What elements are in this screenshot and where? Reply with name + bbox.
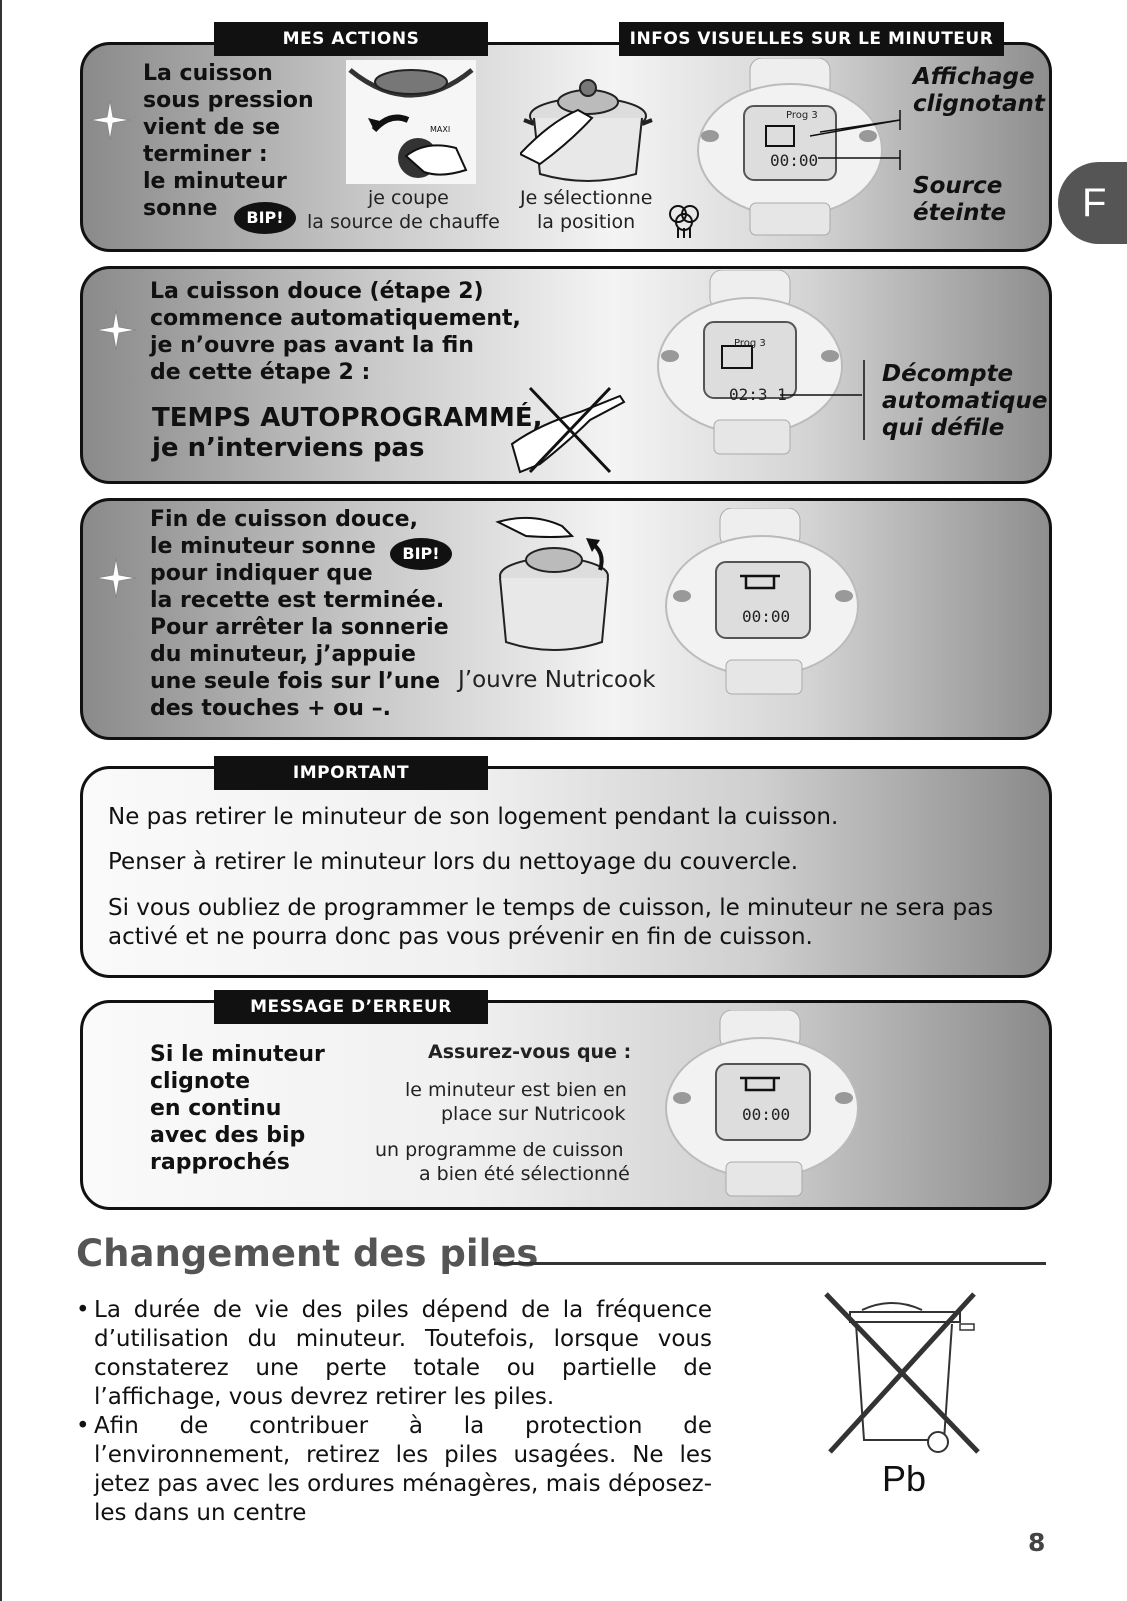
timer-display-1 — [690, 58, 890, 238]
label-source-1: Source — [913, 173, 1003, 199]
sparkle-icon — [89, 99, 131, 141]
bip-badge: BIP! — [234, 202, 296, 234]
error-line-4: avec des bip — [150, 1123, 306, 1148]
tag-important: IMPORTANT — [214, 756, 488, 790]
error-item2b: a bien été sélectionné — [419, 1163, 630, 1185]
title-rule — [494, 1262, 1046, 1265]
pressure-cooker-illustration — [520, 62, 670, 190]
error-line-3: en continu — [150, 1096, 282, 1121]
pb-label: Pb — [882, 1458, 927, 1499]
label-affichage-2: clignotant — [913, 91, 1045, 117]
important-line-3a: Si vous oubliez de programmer le temps d… — [108, 895, 994, 921]
sparkle-icon — [95, 309, 137, 351]
stove-knob-illustration: MAXI — [346, 60, 476, 184]
page-number: 8 — [1028, 1528, 1046, 1557]
section3-line-3: pour indiquer que — [150, 561, 373, 586]
section1-line-3: vient de se — [143, 115, 280, 140]
timer-display-4 — [660, 1010, 870, 1200]
important-line-1: Ne pas retirer le minuteur de son logeme… — [108, 804, 839, 830]
section2-line-3: je n’ouvre pas avant la fin — [150, 333, 474, 358]
section2-line-1: La cuisson douce (étape 2) — [150, 279, 484, 304]
label-source-2: éteinte — [913, 200, 1007, 226]
section3-line-6: du minuteur, j’appuie — [150, 642, 416, 667]
caption-stove-1: je coupe — [368, 187, 449, 209]
language-tab-label: F — [1082, 181, 1107, 225]
caption-pot-1: Je sélectionne — [520, 187, 653, 209]
timer2-time: 02:3 1 — [729, 385, 787, 404]
crossed-bin-icon — [822, 1290, 992, 1465]
section3-line-4: la recette est terminée. — [150, 588, 445, 613]
timer2-prog: Prog 3 — [734, 338, 766, 349]
error-panel — [80, 1000, 1052, 1210]
timer-display-2 — [650, 270, 850, 460]
section3-line-8: des touches + ou –. — [150, 696, 391, 721]
section1-line-2: sous pression — [143, 88, 314, 113]
section2-big-1: TEMPS AUTOPROGRAMMÉ, — [152, 403, 543, 433]
label-affichage-1: Affichage — [913, 64, 1035, 90]
section3-line-7: une seule fois sur l’une — [150, 669, 441, 694]
error-line-5: rapprochés — [150, 1150, 290, 1175]
tag-infos-visuelles: INFOS VISUELLES SUR LE MINUTEUR — [619, 22, 1004, 56]
timer-display-3 — [660, 508, 870, 698]
error-assurez: Assurez-vous que : — [428, 1041, 632, 1063]
bip-badge: BIP! — [390, 538, 452, 570]
caption-open-cooker: J’ouvre Nutricook — [458, 667, 656, 693]
label-decompte-3: qui défile — [882, 415, 1005, 441]
section-gentle-cooking — [80, 266, 1052, 484]
no-touch-hand-icon — [510, 384, 630, 476]
language-tab: F — [1058, 162, 1127, 244]
battery-bullets: La durée de vie des piles dépend de la f… — [76, 1296, 712, 1528]
label-decompte-1: Décompte — [882, 361, 1014, 387]
section1-line-6: sonne — [143, 196, 218, 221]
section1-line-4: terminer : — [143, 142, 268, 167]
error-item1a: le minuteur est bien en — [405, 1079, 627, 1101]
pointer-lines-2 — [780, 360, 865, 440]
open-cooker-illustration — [482, 512, 632, 662]
error-line-2: clignote — [150, 1069, 251, 1094]
important-line-2: Penser à retirer le minuteur lors du net… — [108, 849, 799, 875]
section3-line-5: Pour arrêter la sonnerie — [150, 615, 449, 640]
error-item1b: place sur Nutricook — [441, 1103, 626, 1125]
pointer-lines-1 — [809, 110, 901, 170]
sparkle-icon — [95, 557, 137, 599]
section3-line-2: le minuteur sonne — [150, 534, 376, 559]
caption-stove-2: la source de chauffe — [307, 211, 500, 233]
section2-line-4: de cette étape 2 : — [150, 360, 371, 385]
section3-line-1: Fin de cuisson douce, — [150, 507, 418, 532]
bullet-2: Afin de contribuer à la protection de l’… — [76, 1412, 712, 1528]
timer1-time: 00:00 — [770, 151, 819, 170]
svg-text:MAXI: MAXI — [430, 125, 450, 134]
caption-pot-2: la position — [537, 211, 636, 233]
timer1-prog: Prog 3 — [786, 110, 818, 121]
tag-mes-actions: MES ACTIONS — [214, 22, 488, 56]
page-edge — [0, 0, 2, 1601]
timer4-time: 00:00 — [742, 1105, 791, 1124]
important-panel — [80, 766, 1052, 978]
timer3-time: 00:00 — [742, 607, 791, 626]
section1-line-1: La cuisson — [143, 61, 273, 86]
section-title-batteries: Changement des piles — [76, 1232, 539, 1275]
steam-icon — [669, 205, 699, 238]
section1-line-5: le minuteur — [143, 169, 287, 194]
tag-message-erreur: MESSAGE D’ERREUR — [214, 990, 488, 1024]
section2-line-2: commence automatiquement, — [150, 306, 521, 331]
error-item2a: un programme de cuisson — [375, 1139, 624, 1161]
bullet-1: La durée de vie des piles dépend de la f… — [76, 1296, 712, 1412]
section2-big-2: je n’interviens pas — [152, 433, 425, 463]
section-end-gentle — [80, 498, 1052, 740]
important-line-3b: activé et ne pourra donc pas vous préven… — [108, 924, 813, 950]
label-decompte-2: automatique — [882, 388, 1048, 414]
error-line-1: Si le minuteur — [150, 1042, 325, 1067]
